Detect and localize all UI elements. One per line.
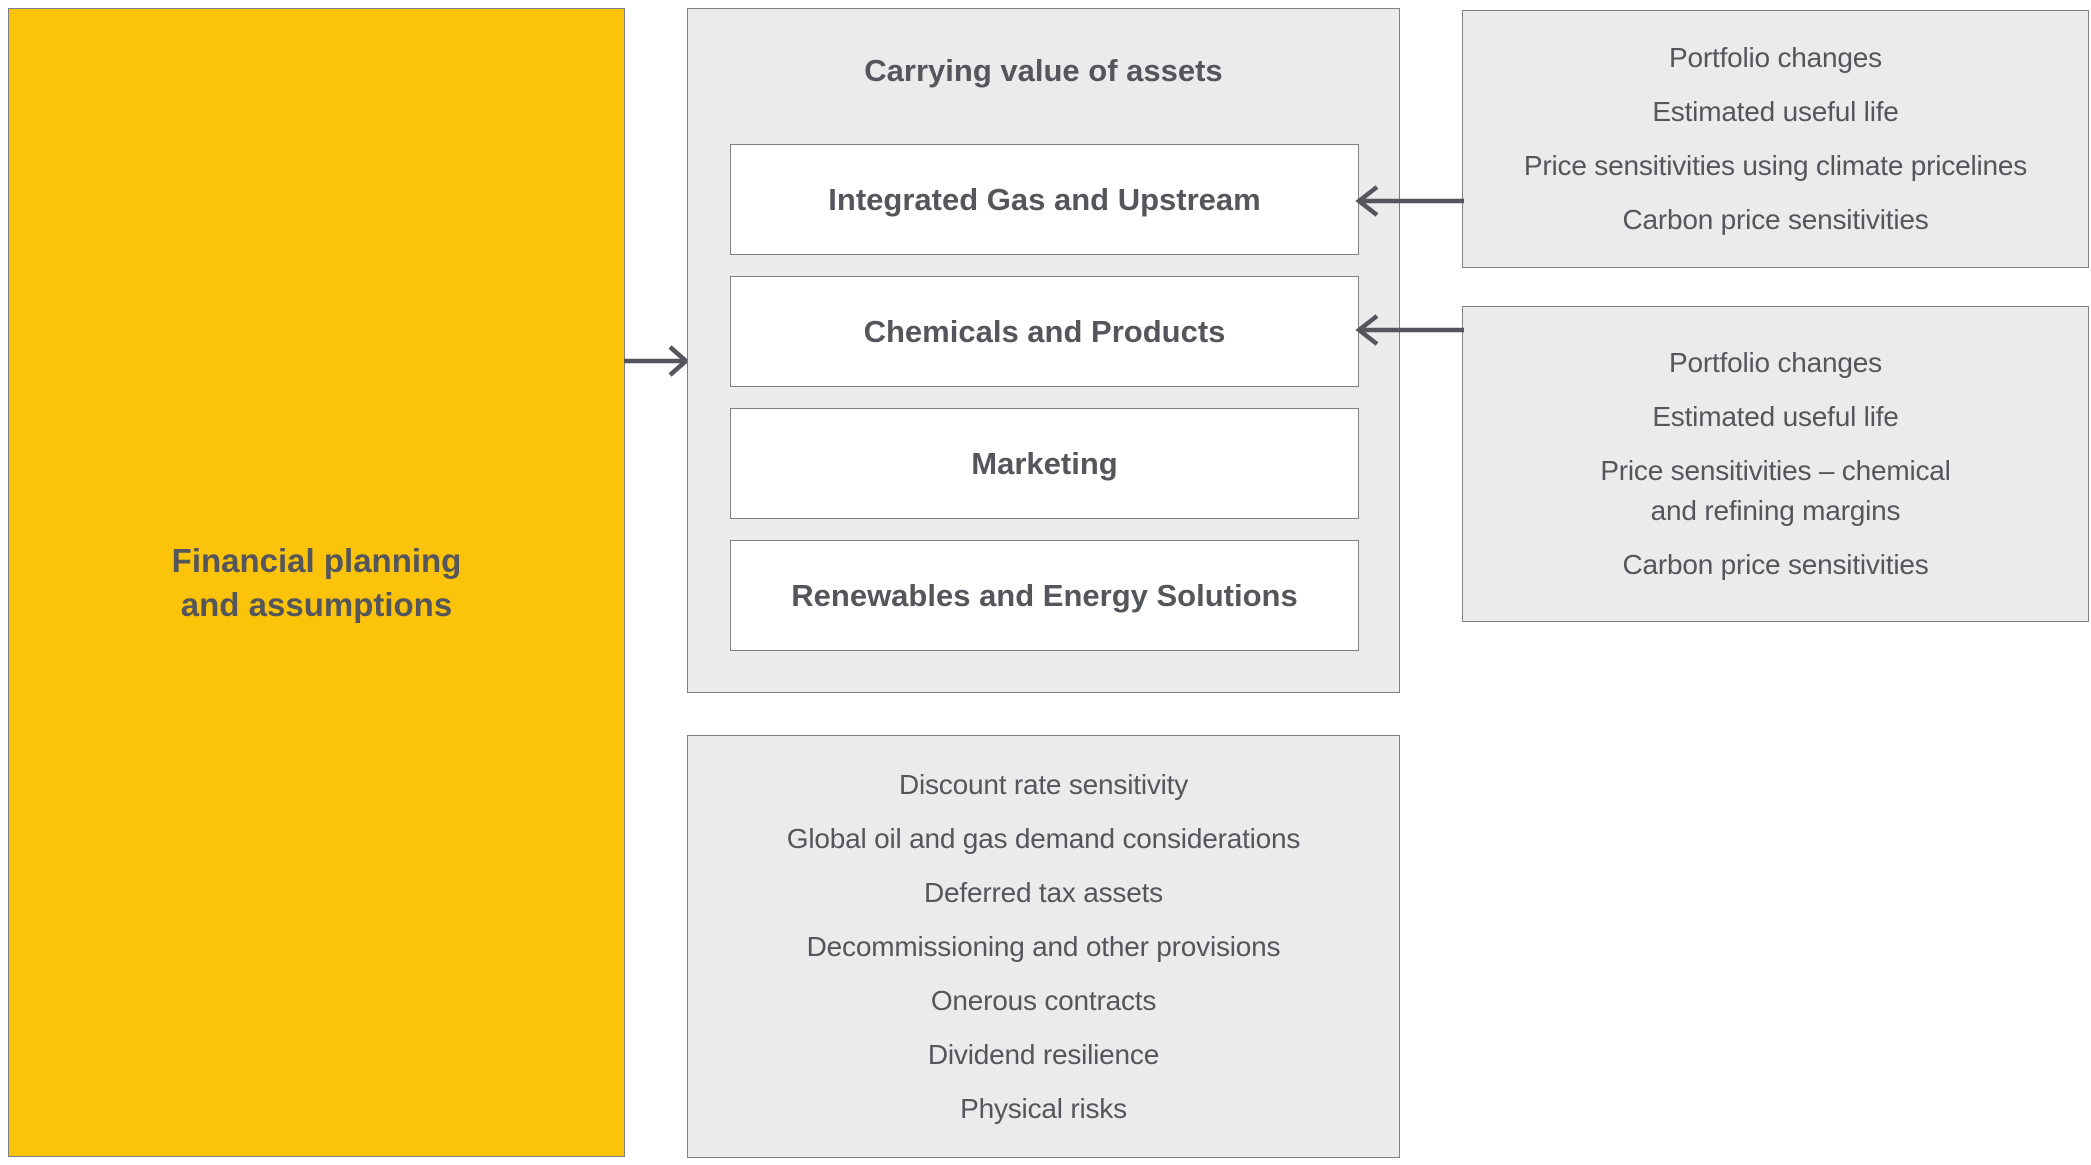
upstream-factor-item: Portfolio changes [1669,42,1882,73]
chemicals-factor-item: Carbon price sensitivities [1622,549,1929,580]
arrow-right-icon [624,340,690,382]
financial-planning-label: Financial planning and assumptions [171,541,462,623]
consideration-item: Physical risks [960,1092,1127,1124]
chemicals-factor-item: Price sensitivities – chemical and refin… [1600,455,1951,526]
consideration-item: Onerous contracts [930,984,1157,1016]
consideration-item: Deferred tax assets [924,876,1163,908]
arrow-left-icon [1352,180,1464,222]
upstream-factor-item: Carbon price sensitivities [1622,204,1929,235]
chemicals-factor-item: Estimated useful life [1652,401,1899,432]
segment-marketing: Marketing [730,408,1359,519]
segment-integrated-gas-upstream: Integrated Gas and Upstream [730,144,1359,255]
upstream-factors-box: Portfolio changes Estimated useful life … [1462,10,2089,268]
consideration-item: Discount rate sensitivity [898,768,1189,800]
consideration-item: Global oil and gas demand considerations [786,822,1301,854]
chemicals-factors-box: Portfolio changes Estimated useful life … [1462,306,2089,622]
segment-chemicals-products: Chemicals and Products [730,276,1359,387]
considerations-box: Discount rate sensitivity Global oil and… [687,735,1400,1158]
carrying-value-box: Carrying value of assets Integrated Gas … [687,8,1400,693]
financial-planning-box: Financial planning and assumptions [8,8,625,1157]
chemicals-factor-item: Portfolio changes [1669,347,1882,378]
consideration-item: Decommissioning and other provisions [806,930,1281,962]
upstream-factor-item: Price sensitivities using climate pricel… [1523,150,2028,181]
arrow-left-icon [1352,309,1464,351]
consideration-item: Dividend resilience [927,1038,1160,1070]
carrying-value-title: Carrying value of assets [864,53,1223,88]
upstream-factor-item: Estimated useful life [1652,96,1899,127]
segment-renewables-energy-solutions: Renewables and Energy Solutions [730,540,1359,651]
